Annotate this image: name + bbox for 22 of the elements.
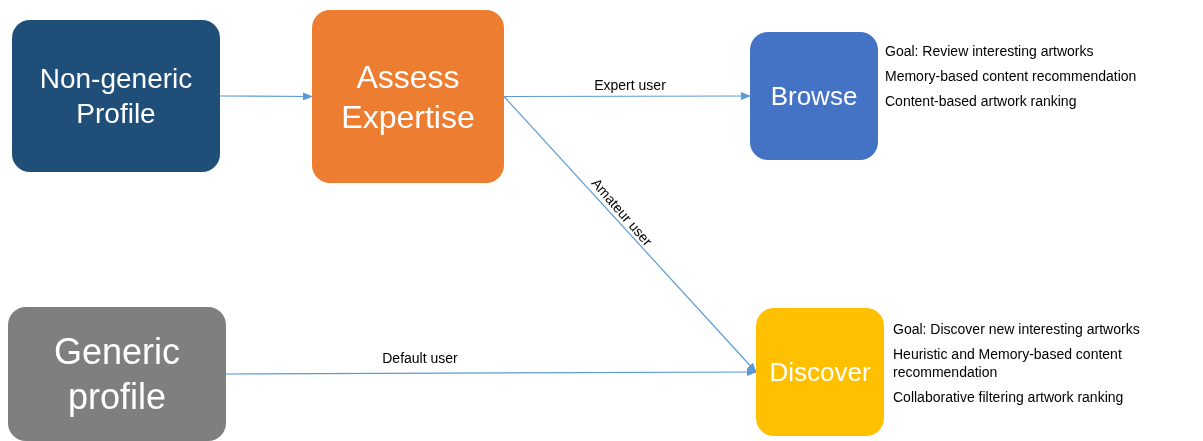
note-text: Heuristic and Memory-based content recommendation — [893, 345, 1123, 381]
process-box — [8, 307, 226, 441]
arrow — [503, 95, 757, 373]
box-label: Assess Expertise — [340, 57, 476, 137]
arrow — [503, 92, 751, 100]
process-box — [312, 10, 504, 183]
note-text: Goal: Discover new interesting artworks — [893, 320, 1141, 338]
process-box — [756, 308, 884, 436]
note-text: Collaborative filtering artwork ranking — [893, 388, 1125, 406]
box-label: Non-generic Profile — [38, 62, 194, 131]
edge-label: Default user — [380, 351, 460, 365]
process-box — [750, 32, 878, 160]
arrow — [225, 368, 757, 377]
box-label: Discover — [768, 355, 872, 389]
edge-label: Expert user — [592, 78, 668, 92]
box-label: Browse — [769, 79, 859, 113]
note-text: Memory-based content recommendation — [885, 67, 1138, 85]
box-label: Generic profile — [52, 330, 182, 419]
note-text: Content-based artwork ranking — [885, 92, 1078, 110]
arrow — [219, 92, 313, 101]
process-box — [12, 20, 220, 172]
note-text: Goal: Review interesting artworks — [885, 42, 1095, 60]
